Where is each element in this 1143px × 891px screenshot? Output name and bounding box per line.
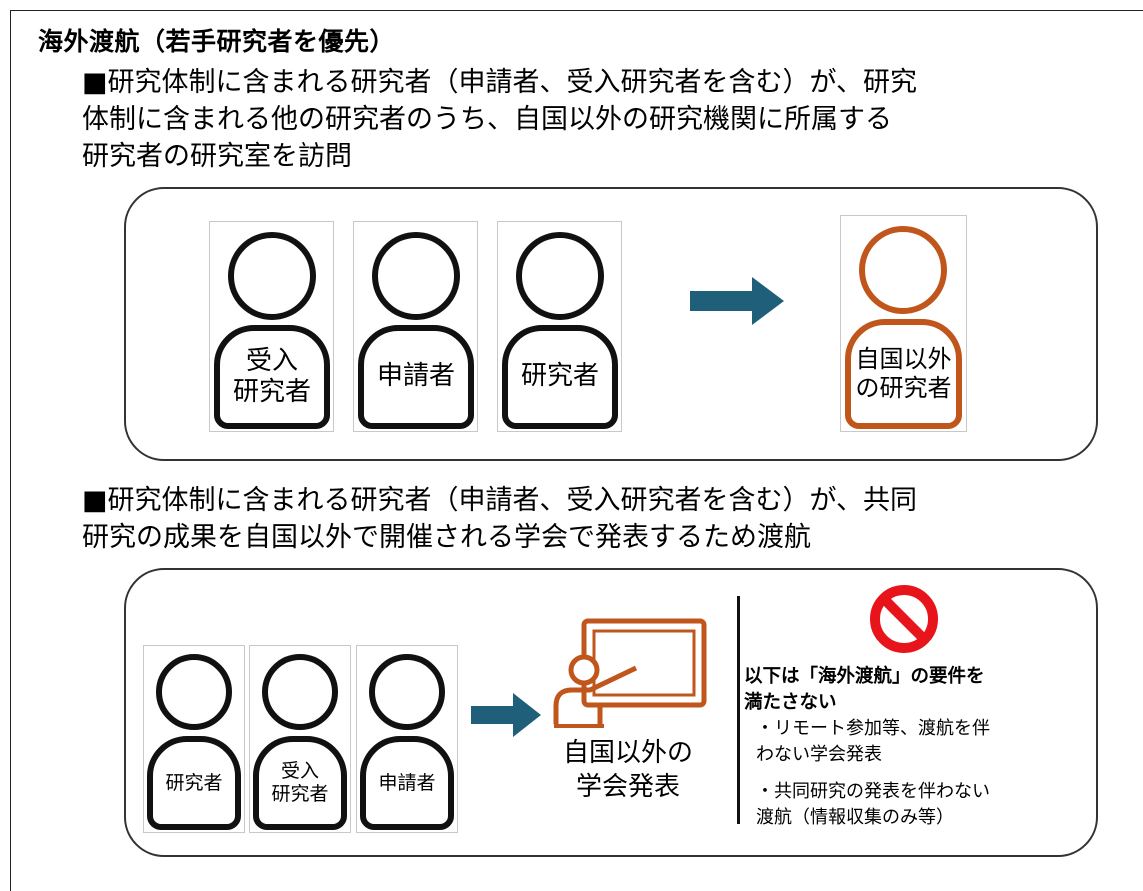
person-card-researcher: 研究者 <box>497 221 622 432</box>
prohibited-icon <box>870 585 938 653</box>
right-arrow-icon <box>690 277 784 325</box>
person-body-label: 受入 研究者 <box>214 325 330 429</box>
person-card-host-researcher: 受入 研究者 <box>209 221 334 432</box>
condition-title: 以下は「海外渡航」の要件を 満たさない <box>744 666 985 713</box>
section1-description: ■研究体制に含まれる研究者（申請者、受入研究者を含む）が、研究 体制に含まれる他… <box>82 67 917 172</box>
person-body-label: 申請者 <box>360 736 454 830</box>
person-body-label: 研究者 <box>502 325 618 429</box>
person-head-icon <box>372 232 460 320</box>
vertical-divider <box>737 596 740 824</box>
person-head-icon <box>369 654 445 730</box>
person-head-icon <box>156 654 232 730</box>
person-card-researcher: 研究者 <box>143 645 245 833</box>
condition-item: ・共同研究の発表を伴わない 渡航（情報収集のみ等） <box>756 781 990 828</box>
person-head-icon <box>262 654 338 730</box>
slide-title: 海外渡航（若手研究者を優先） <box>38 27 396 56</box>
person-body-label: 研究者 <box>147 736 241 830</box>
person-body-label: 受入 研究者 <box>253 736 347 830</box>
presentation-icon <box>553 618 707 728</box>
person-card-foreign-researcher: 自国以外 の研究者 <box>840 215 967 432</box>
person-head-icon <box>516 232 604 320</box>
foreign-conference-label: 自国以外の 学会発表 <box>562 738 693 802</box>
person-card-host-researcher: 受入 研究者 <box>249 645 351 833</box>
section2-description: ■研究体制に含まれる研究者（申請者、受入研究者を含む）が、共同 研究の成果を自国… <box>82 485 917 553</box>
right-arrow-icon <box>471 693 541 737</box>
person-body-label: 自国以外 の研究者 <box>845 319 962 429</box>
condition-item: ・リモート参加等、渡航を伴 わない学会発表 <box>756 718 990 765</box>
person-card-applicant: 申請者 <box>356 645 458 833</box>
person-card-applicant: 申請者 <box>353 221 478 432</box>
slide-frame <box>10 10 1143 891</box>
person-head-icon <box>228 232 316 320</box>
person-head-icon <box>859 226 947 314</box>
person-body-label: 申請者 <box>358 325 474 429</box>
